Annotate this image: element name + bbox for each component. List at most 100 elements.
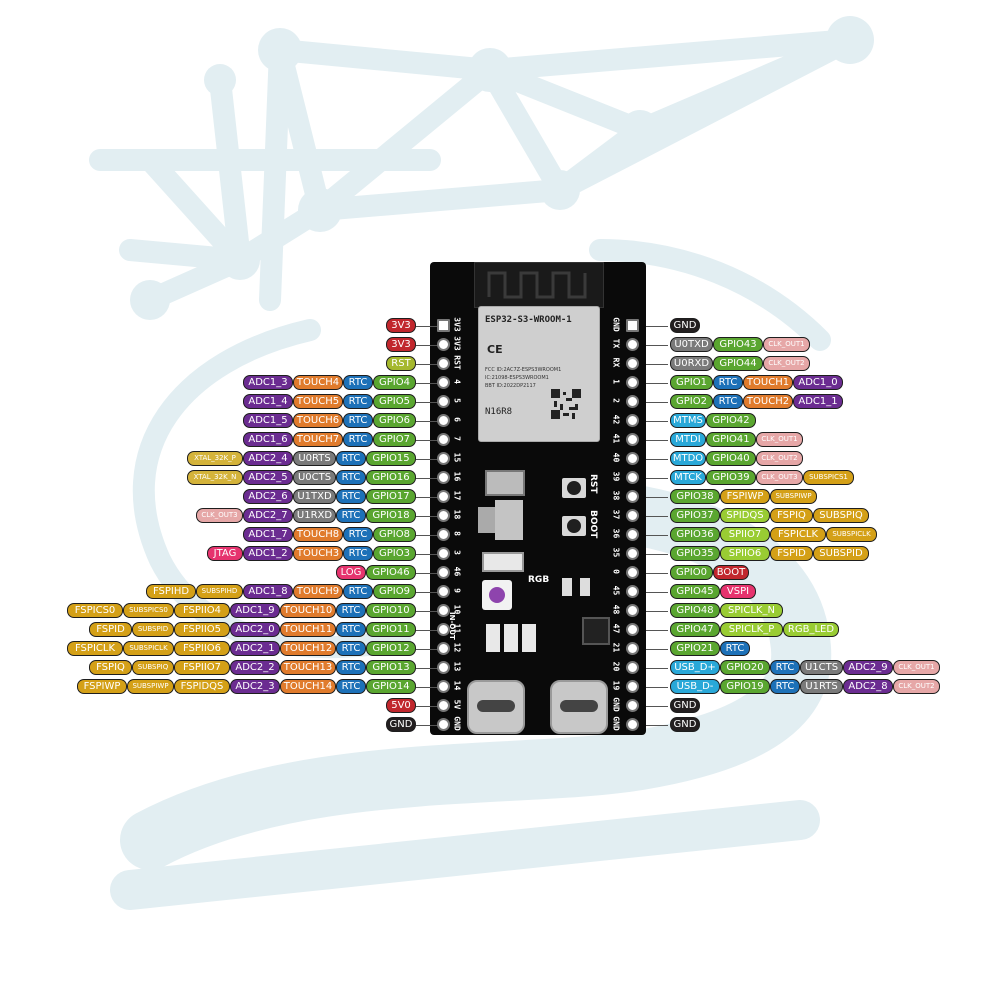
right-header-pin xyxy=(626,623,639,636)
pin-function-tag: RGB_LED xyxy=(783,622,839,637)
right-header-pin xyxy=(626,604,639,617)
pin-function-tag: ADC2_1 xyxy=(230,641,280,656)
pin-function-tag: FSPID xyxy=(89,622,132,637)
pin-function-tag: GPIO42 xyxy=(706,413,756,428)
pin-function-tag: GND xyxy=(670,717,700,732)
pin-connector-line xyxy=(646,478,668,479)
right-header-pin xyxy=(626,338,639,351)
pin-function-tag: U0RXD xyxy=(670,356,713,371)
usb-c-port-left[interactable] xyxy=(467,680,525,734)
left-header-pin xyxy=(437,699,450,712)
pin-connector-line xyxy=(646,592,668,593)
left-header-silk-label: GND xyxy=(452,716,462,731)
pin-function-tag: RTC xyxy=(770,679,800,694)
module-ic-id: IC:21098-ESPS3WROOM1 xyxy=(485,375,549,381)
pin-function-tag: GPIO18 xyxy=(366,508,416,523)
right-header-pin xyxy=(626,471,639,484)
boot-button[interactable] xyxy=(562,516,586,536)
pin-function-tag: FSPIQ xyxy=(89,660,132,675)
pin-function-tag: 3V3 xyxy=(386,318,416,333)
module-model: ESP32-S3-WROOM-1 xyxy=(485,315,572,325)
pin-function-tag: ADC1_9 xyxy=(230,603,280,618)
pin-function-tag: GPIO46 xyxy=(366,565,416,580)
pin-function-tag: TOUCH14 xyxy=(280,679,336,694)
pin-function-tag: RTC xyxy=(336,622,366,637)
pin-function-tag: CLK_OUT1 xyxy=(763,337,810,352)
pin-connector-line xyxy=(416,687,438,688)
pin-function-tag: GPIO12 xyxy=(366,641,416,656)
pin-function-tag: CLK_OUT3 xyxy=(756,470,803,485)
pin-connector-line xyxy=(416,402,438,403)
pin-connector-line xyxy=(646,402,668,403)
pin-function-tag: ADC2_5 xyxy=(243,470,293,485)
pin-function-tag: TOUCH8 xyxy=(293,527,343,542)
pin-function-tag: ADC2_3 xyxy=(230,679,280,694)
pin-function-tag: U1RTS xyxy=(800,679,843,694)
left-header-pin xyxy=(437,433,450,446)
antenna-trace-icon xyxy=(487,271,587,299)
rst-button[interactable] xyxy=(562,478,586,498)
pin-connector-line xyxy=(646,535,668,536)
pin-function-tag: RTC xyxy=(336,679,366,694)
pin-function-tag: GND xyxy=(670,318,700,333)
pin-function-tag: GPIO21 xyxy=(670,641,720,656)
pin-function-tag: SPICLK_N xyxy=(720,603,783,618)
pin-connector-line xyxy=(416,478,438,479)
pin-function-tag: CLK_OUT1 xyxy=(756,432,803,447)
pin-function-tag: RTC xyxy=(343,413,373,428)
pin-function-tag: MTDO xyxy=(670,451,706,466)
left-header-pin xyxy=(437,357,450,370)
pin-function-tag: FSPIIO6 xyxy=(174,641,230,656)
pin-function-tag: GPIO48 xyxy=(670,603,720,618)
right-header-pin xyxy=(626,566,639,579)
pin-function-tag: CLK_OUT2 xyxy=(763,356,810,371)
pin-function-tag: SUBSPICLK xyxy=(123,641,174,656)
pin-function-tag: ADC1_5 xyxy=(243,413,293,428)
regulator-tab xyxy=(478,507,495,533)
pin-function-tag: RTC xyxy=(720,641,750,656)
pin-connector-line xyxy=(416,535,438,536)
left-header-pin xyxy=(437,319,450,332)
left-header-pin xyxy=(437,718,450,731)
right-header-pin xyxy=(626,718,639,731)
boot-label: BOOT xyxy=(588,510,598,539)
pin-function-tag: CLK_OUT3 xyxy=(196,508,243,523)
pin-connector-line xyxy=(646,516,668,517)
pin-connector-line xyxy=(416,706,438,707)
pin-function-tag: VSPI xyxy=(720,584,756,599)
pin-function-tag: ADC1_8 xyxy=(243,584,293,599)
pin-function-tag: SUBSPID xyxy=(132,622,174,637)
pin-connector-line xyxy=(416,630,438,631)
right-header-pin xyxy=(626,433,639,446)
pin-function-tag: RTC xyxy=(343,546,373,561)
pin-function-tag: ADC1_2 xyxy=(243,546,293,561)
pin-function-tag: TOUCH4 xyxy=(293,375,343,390)
pin-function-tag: GPIO40 xyxy=(706,451,756,466)
usb-c-port-right[interactable] xyxy=(550,680,608,734)
pin-function-tag: 3V3 xyxy=(386,337,416,352)
pin-function-tag: RTC xyxy=(713,375,743,390)
right-header-pin xyxy=(626,680,639,693)
pin-function-tag: SPIIO7 xyxy=(720,527,770,542)
pin-function-tag: GPIO36 xyxy=(670,527,720,542)
pin-connector-line xyxy=(416,440,438,441)
pin-function-tag: GPIO4 xyxy=(373,375,416,390)
pin-function-tag: GPIO38 xyxy=(670,489,720,504)
rst-label: RST xyxy=(588,474,598,494)
left-header-pin xyxy=(437,490,450,503)
pin-connector-line xyxy=(646,725,668,726)
pin-function-tag: RTC xyxy=(336,508,366,523)
pin-connector-line xyxy=(646,649,668,650)
pin-function-tag: FSPICS0 xyxy=(67,603,123,618)
resistor-component xyxy=(580,578,590,596)
left-header-pin xyxy=(437,547,450,560)
pin-function-tag: USB_D- xyxy=(670,679,720,694)
left-header-pin xyxy=(437,566,450,579)
pin-connector-line xyxy=(646,706,668,707)
pin-function-tag: SUBSPIQ xyxy=(813,508,869,523)
pin-function-tag: TOUCH1 xyxy=(743,375,793,390)
pin-function-tag: GPIO35 xyxy=(670,546,720,561)
pin-function-tag: RTC xyxy=(343,394,373,409)
right-header-pin xyxy=(626,547,639,560)
pin-function-tag: SUBSPIWP xyxy=(770,489,817,504)
